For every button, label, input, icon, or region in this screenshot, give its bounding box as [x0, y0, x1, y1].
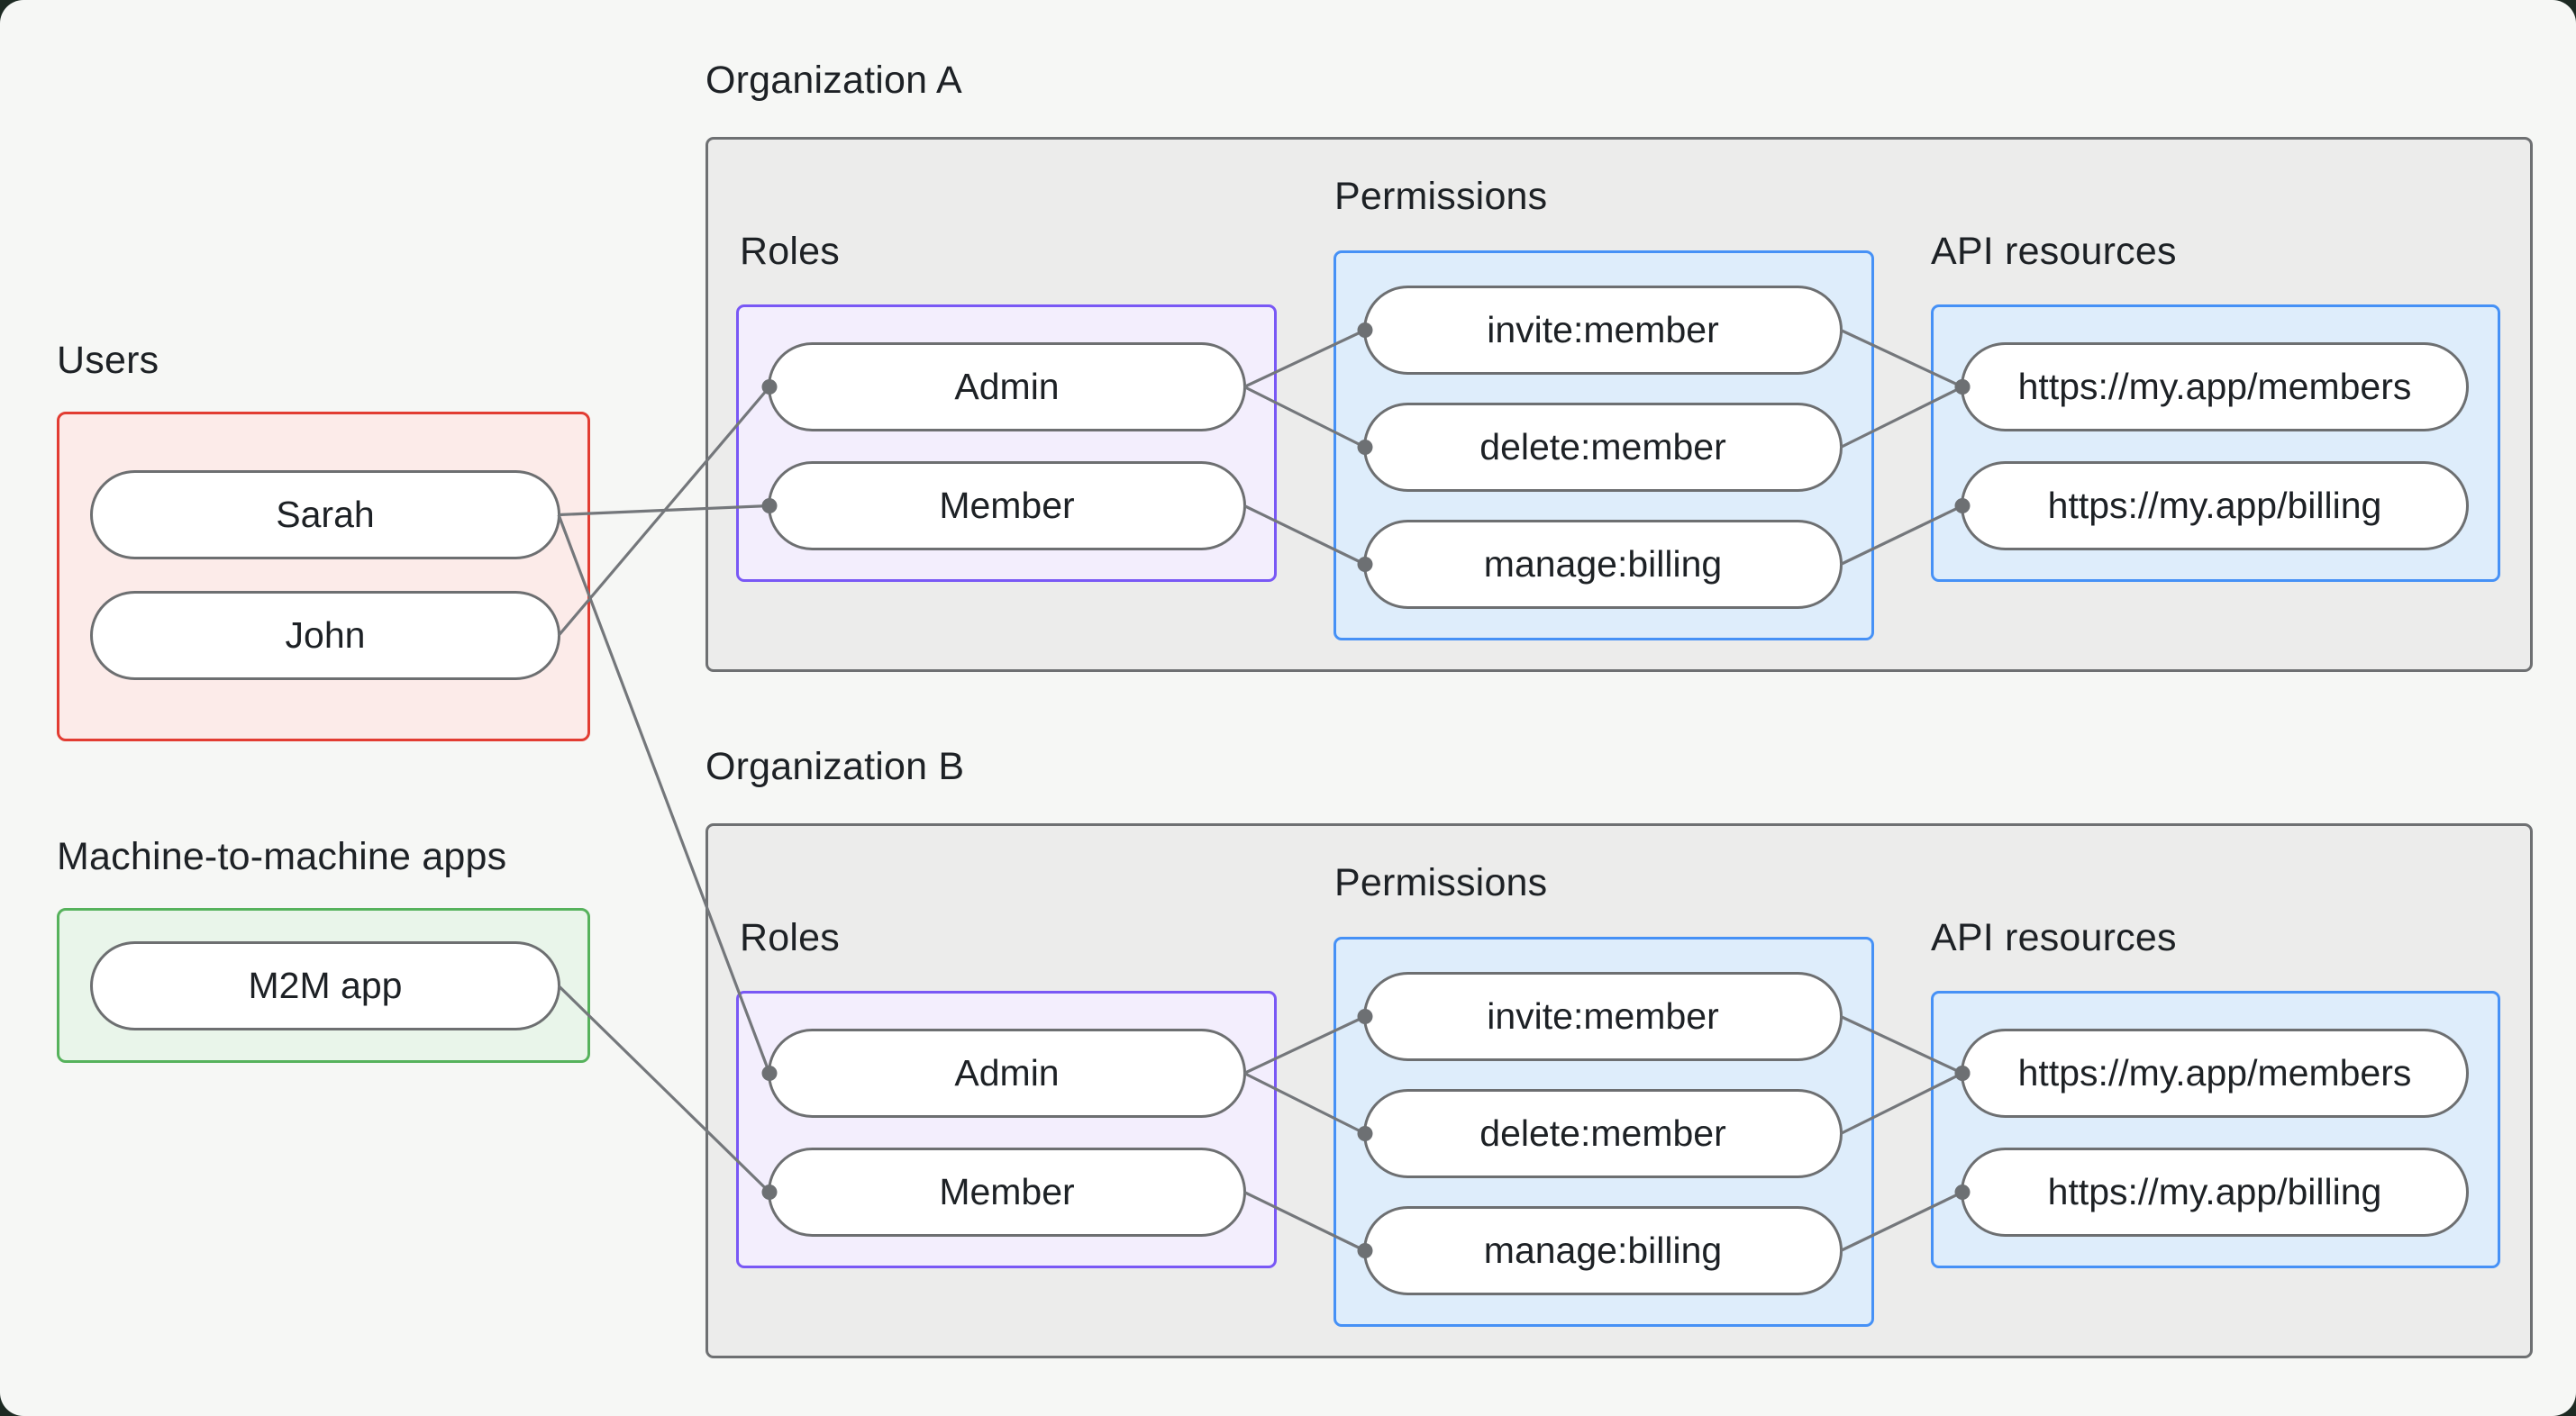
node-org-b-role-member: Member: [768, 1148, 1246, 1237]
org-b-permissions-label: Permissions: [1334, 861, 1548, 904]
node-org-b-permission-invite: invite:member: [1363, 972, 1843, 1061]
node-org-a-role-admin: Admin: [768, 342, 1246, 431]
org-a-label: Organization A: [705, 59, 962, 102]
users-group-box: [57, 412, 590, 741]
org-b-roles-label: Roles: [740, 916, 840, 959]
org-a-api-resources-label: API resources: [1931, 230, 2177, 273]
node-user-sarah: Sarah: [90, 470, 560, 559]
org-a-permissions-label: Permissions: [1334, 175, 1548, 218]
node-user-john: John: [90, 591, 560, 680]
org-b-label: Organization B: [705, 745, 965, 788]
node-org-a-permission-delete: delete:member: [1363, 403, 1843, 492]
org-a-roles-label: Roles: [740, 230, 840, 273]
node-org-b-api-members: https://my.app/members: [1961, 1029, 2469, 1118]
node-org-a-role-member: Member: [768, 461, 1246, 550]
users-group-label: Users: [57, 339, 159, 382]
node-org-b-role-admin: Admin: [768, 1029, 1246, 1118]
node-org-b-permission-delete: delete:member: [1363, 1089, 1843, 1178]
org-b-api-resources-label: API resources: [1931, 916, 2177, 959]
node-m2m-app: M2M app: [90, 941, 560, 1030]
node-org-a-permission-invite: invite:member: [1363, 286, 1843, 375]
node-org-a-permission-manage: manage:billing: [1363, 520, 1843, 609]
node-org-b-permission-manage: manage:billing: [1363, 1206, 1843, 1295]
node-org-b-api-billing: https://my.app/billing: [1961, 1148, 2469, 1237]
node-org-a-api-billing: https://my.app/billing: [1961, 461, 2469, 550]
node-org-a-api-members: https://my.app/members: [1961, 342, 2469, 431]
m2m-group-label: Machine-to-machine apps: [57, 835, 507, 878]
